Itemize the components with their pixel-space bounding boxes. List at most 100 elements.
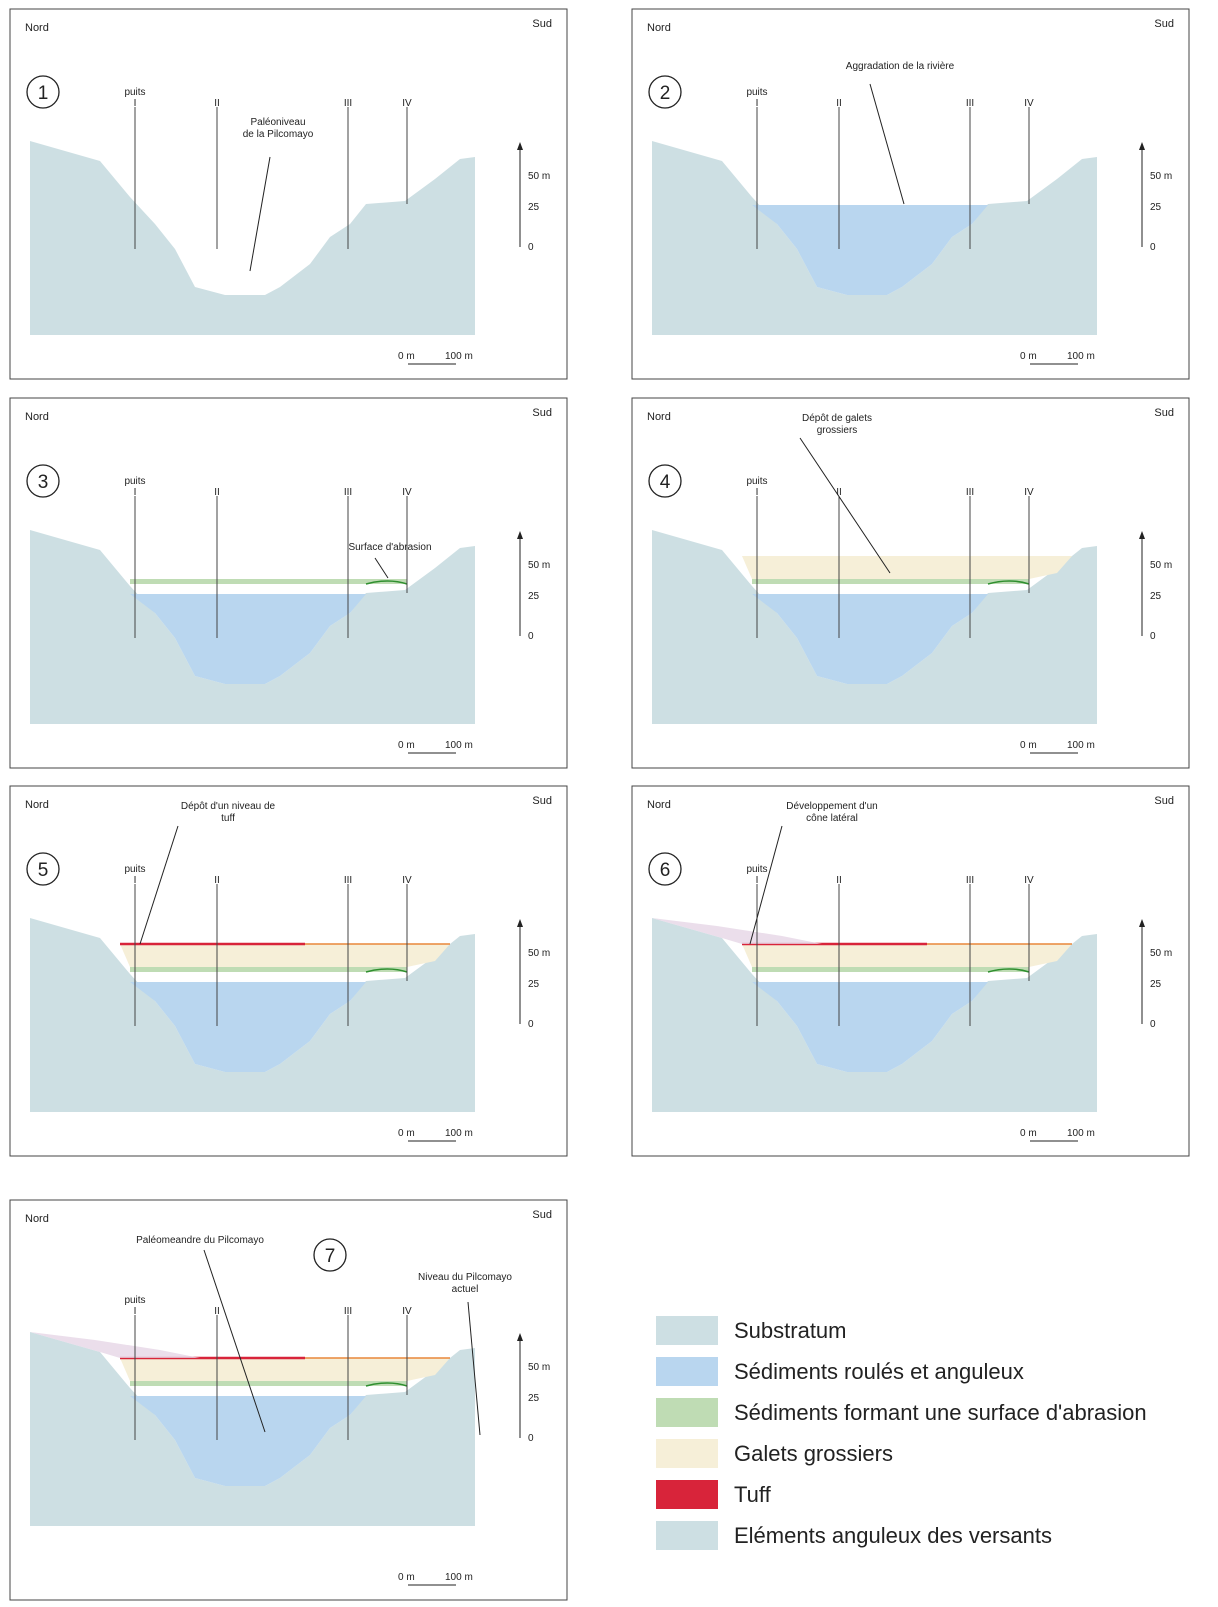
scale-100m: 100 m — [445, 1128, 473, 1139]
well-label-3: III — [966, 875, 974, 886]
panel-number-circle — [648, 464, 682, 498]
annotation-line-1: Dépôt de galets — [802, 413, 872, 424]
sediments-roules-fill — [130, 982, 366, 1072]
south-label: Sud — [1154, 18, 1174, 30]
well-puits-label: puits — [746, 476, 767, 487]
legend-label: Substratum — [734, 1317, 847, 1343]
legend-swatch — [656, 1480, 718, 1509]
scale-100m: 100 m — [1067, 1128, 1095, 1139]
scale-50m: 50 m — [1150, 171, 1172, 182]
annotation2-line-1: Niveau du Pilcomayo — [418, 1272, 512, 1283]
versants-cone — [652, 918, 822, 944]
panel-number: 3 — [38, 472, 49, 493]
north-label: Nord — [647, 411, 671, 423]
scale-0m: 0 m — [1020, 1128, 1037, 1139]
north-label: Nord — [25, 1213, 49, 1225]
legend-swatch — [656, 1316, 718, 1345]
legend-label: Galets grossiers — [734, 1440, 893, 1466]
legend-item: Sédiments formant une surface d'abrasion — [656, 1392, 1196, 1433]
sediments-roules-fill — [130, 1396, 366, 1486]
well-label-2: II — [836, 487, 842, 498]
annotation-arrow — [869, 83, 905, 205]
scale-100m: 100 m — [1067, 351, 1095, 362]
scale-25: 25 — [528, 979, 540, 990]
legend-swatch — [656, 1439, 718, 1468]
legend-item: Tuff — [656, 1474, 1196, 1515]
well-label-1: I — [756, 487, 759, 498]
legend-item: Eléments anguleux des versants — [656, 1515, 1196, 1556]
south-label: Sud — [532, 1209, 552, 1221]
annotation-arrow — [749, 825, 783, 945]
scale-0m: 0 m — [398, 351, 415, 362]
annotation-arrow — [374, 557, 389, 579]
panel-number: 5 — [38, 860, 49, 881]
sediments-roules-fill — [752, 594, 988, 684]
scale-100m: 100 m — [445, 351, 473, 362]
well-label-3: III — [966, 487, 974, 498]
abrasion-layer — [130, 579, 407, 584]
well-label-1: I — [134, 487, 137, 498]
scale-100m: 100 m — [445, 1572, 473, 1583]
well-puits-label: puits — [746, 87, 767, 98]
sediments-roules-fill — [752, 982, 988, 1072]
scale-50m: 50 m — [528, 560, 550, 571]
well-puits-label: puits — [124, 476, 145, 487]
abrasion-line — [365, 1382, 408, 1387]
sediments-roules-fill — [752, 205, 988, 295]
annotation-line-1: Paléoniveau — [250, 117, 305, 128]
annotation-line-1: Surface d'abrasion — [348, 542, 431, 553]
well-label-2: II — [214, 98, 220, 109]
north-label: Nord — [25, 411, 49, 423]
scale-25: 25 — [528, 202, 540, 213]
legend-item: Sédiments roulés et anguleux — [656, 1351, 1196, 1392]
legend-label: Tuff — [734, 1481, 771, 1507]
scale-arrow-icon — [517, 142, 523, 150]
scale-0: 0 — [528, 242, 534, 253]
well-label-2: II — [836, 98, 842, 109]
scale-0: 0 — [528, 1019, 534, 1030]
legend-swatch — [656, 1357, 718, 1386]
well-label-1: I — [134, 1306, 137, 1317]
galets-layer — [742, 944, 1072, 967]
scale-50m: 50 m — [1150, 560, 1172, 571]
south-label: Sud — [1154, 795, 1174, 807]
scale-0m: 0 m — [1020, 740, 1037, 751]
well-label-1: I — [756, 98, 759, 109]
annotation-line-2: de la Pilcomayo — [243, 129, 314, 140]
panel-number: 1 — [38, 83, 49, 104]
well-label-4: IV — [402, 487, 412, 498]
well-label-3: III — [344, 1306, 352, 1317]
well-label-4: IV — [1024, 98, 1034, 109]
well-puits-label: puits — [746, 864, 767, 875]
north-label: Nord — [25, 799, 49, 811]
scale-0m: 0 m — [398, 740, 415, 751]
well-label-1: I — [756, 875, 759, 886]
substratum-area — [652, 530, 1097, 724]
scale-100m: 100 m — [445, 740, 473, 751]
well-label-2: II — [214, 487, 220, 498]
well-label-4: IV — [402, 875, 412, 886]
well-label-4: IV — [402, 1306, 412, 1317]
well-label-1: I — [134, 875, 137, 886]
legend-item: Substratum — [656, 1310, 1196, 1351]
galets-layer — [120, 944, 450, 967]
panel-number: 7 — [325, 1246, 336, 1267]
panel-number-circle — [648, 852, 682, 886]
abrasion-layer — [752, 967, 1029, 972]
well-puits-label: puits — [124, 87, 145, 98]
scale-0: 0 — [1150, 1019, 1156, 1030]
well-label-3: III — [966, 98, 974, 109]
annotation-line-2: cône latéral — [806, 813, 858, 824]
scale-arrow-icon — [517, 919, 523, 927]
annotation-arrow — [249, 156, 271, 272]
galets-layer — [120, 1358, 450, 1381]
annotation2-line-2: actuel — [452, 1284, 479, 1295]
annotation-line-1: Développement d'un — [786, 801, 877, 812]
substratum-area — [30, 530, 475, 724]
versants-cone — [30, 1332, 200, 1358]
south-label: Sud — [1154, 407, 1174, 419]
abrasion-layer — [752, 579, 1029, 584]
